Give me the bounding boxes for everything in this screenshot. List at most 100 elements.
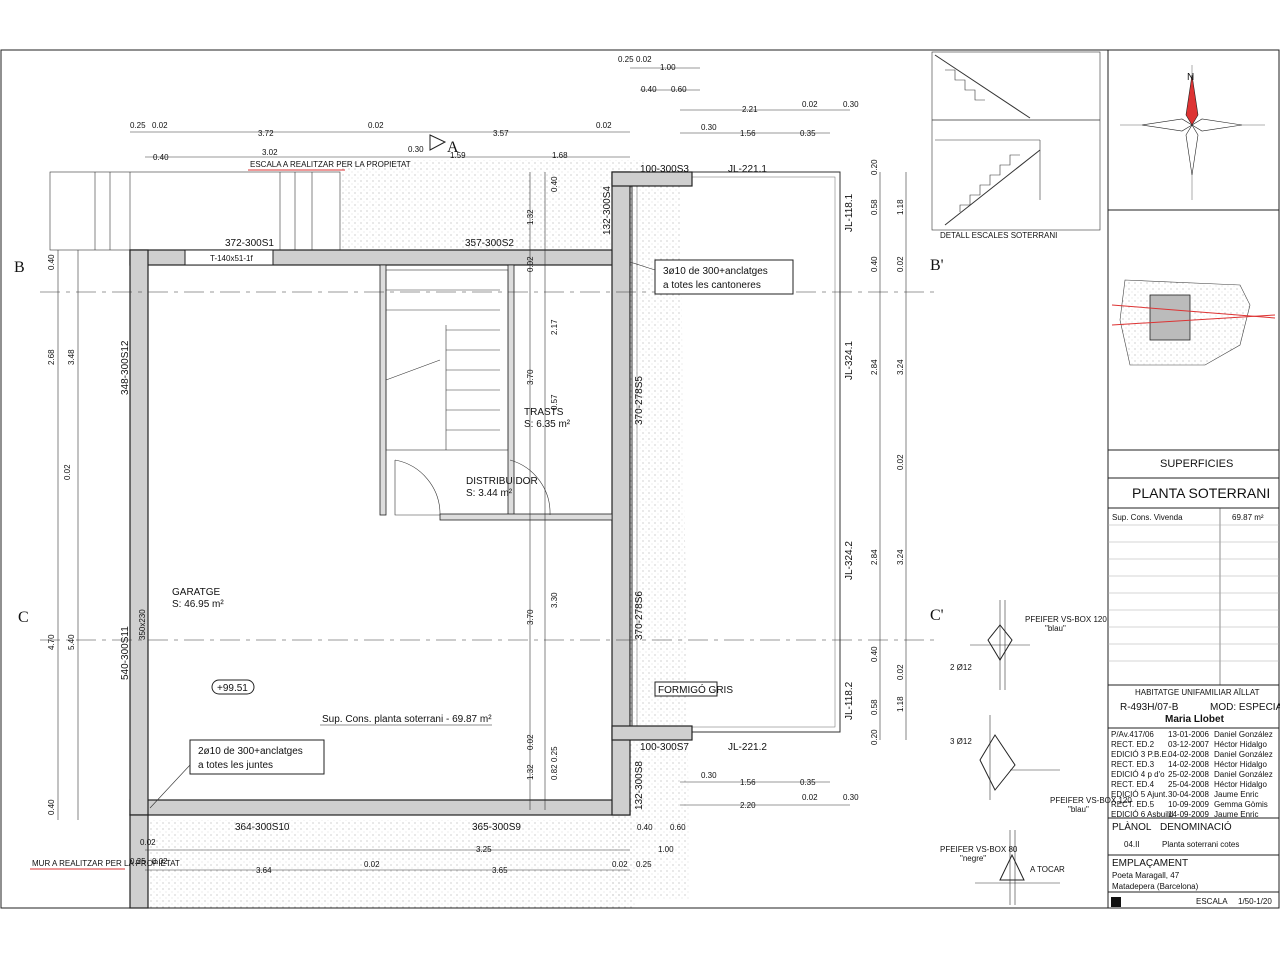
room-distribuidor: DISTRIBUIDOR [466, 476, 538, 487]
dim-bottom-0: 0.40 [637, 823, 653, 832]
section-arrow-a [429, 134, 447, 151]
dim-right-2: 1.18 [896, 199, 905, 215]
dim-inner-0: 1.32 [526, 209, 535, 225]
beam-label-324-1: JL-324.1 [844, 341, 855, 380]
rev-2-author: Daniel González [1214, 750, 1273, 759]
title-block [1107, 49, 1280, 909]
dim-bottom-1: 0.60 [670, 823, 686, 832]
rev-0-date: 13-01-2006 [1168, 730, 1209, 739]
pfeifer-1-color: "blau" [1045, 624, 1066, 633]
stair-detail-caption: DETALL ESCALES SOTERRANI [940, 231, 1057, 240]
dim-top3-a: 2.21 [742, 105, 758, 114]
tb-planta: PLANTA SOTERRANI [1132, 485, 1270, 501]
tb-denominacio: Planta soterrani cotes [1162, 840, 1239, 849]
rev-0-label: P/Av.417/06 [1111, 730, 1154, 739]
dim-bottom-2: 3.25 [476, 845, 492, 854]
room-trasters-area: S: 6.35 m² [524, 419, 571, 430]
dim-right-9: 3.24 [896, 549, 905, 565]
wall-label-s2: 357-300S2 [465, 238, 514, 249]
dim-right-3: 0.40 [870, 256, 879, 272]
dim-right-11: 0.02 [896, 664, 905, 680]
dim-left-inner-1: 5.40 [67, 634, 76, 650]
room-garatge: GARATGE [172, 587, 220, 598]
dim-inner-11: 0.82 [550, 764, 559, 780]
main-walls [129, 171, 693, 909]
dim-left-4: 0.40 [47, 799, 56, 815]
dim-inner-10: 1.32 [526, 764, 535, 780]
tb-address1: Poeta Maragall, 47 [1112, 871, 1180, 880]
level-value: +99.51 [217, 683, 248, 694]
dim-right-10: 0.40 [870, 646, 879, 662]
dim-row-b-1: 3.02 [262, 148, 278, 157]
room-garatge-area: S: 46.95 m² [172, 599, 224, 610]
dim-top4-c: 0.35 [800, 129, 816, 138]
dim-bottom-9: 3.65 [492, 866, 508, 875]
connection-details [970, 600, 1060, 905]
interior-partitions [379, 264, 613, 521]
dim-inner-5: 0.57 [550, 394, 559, 410]
dim-rb-4: 0.02 [802, 793, 818, 802]
dimension-lines [57, 67, 907, 871]
window-label: T-140x51-1f [210, 254, 253, 263]
section-marker-b2: B' [930, 257, 944, 274]
rev-7-label: RECT. ED.5 [1111, 800, 1155, 809]
formigo-box [654, 681, 718, 697]
dim-right-0: 0.20 [870, 159, 879, 175]
pfeifer-3: PFEIFER VS-BOX 80 [940, 845, 1018, 854]
beam-label-221-1: JL-221.1 [728, 164, 767, 175]
section-marker-a: A [447, 139, 459, 156]
pfeifer-2-color: "blau" [1068, 805, 1089, 814]
tb-client: Maria Llobet [1165, 714, 1225, 725]
tb-project-type: HABITATGE UNIFAMILIAR AÏLLAT [1135, 688, 1260, 697]
section-marker-c: C [18, 609, 29, 626]
room-distribuidor-area: S: 3.44 m² [466, 488, 513, 499]
dim-top4-b: 1.56 [740, 129, 756, 138]
dim-top1-b: 0.02 [636, 55, 652, 64]
dim-top4-a: 0.30 [701, 123, 717, 132]
north-label: N [1187, 72, 1194, 83]
dim-inner-8: 0.02 [526, 734, 535, 750]
rev-6-author: Jaume Enric [1214, 790, 1258, 799]
rev-8-author: Jaume Enric [1214, 810, 1258, 819]
dim-inner-6: 3.30 [550, 592, 559, 608]
wall-label-s11: 540-300S11 [120, 626, 131, 680]
wall-label-s7: 100-300S7 [640, 742, 689, 753]
door-size-label: 350x230 [138, 609, 147, 640]
dim-bottom-6: 0.02 [152, 857, 168, 866]
dim-left-inner-0: 3.48 [67, 349, 76, 365]
rev-1-date: 03-12-2007 [1168, 740, 1209, 749]
formigo-label: FORMIGÓ GRIS [658, 683, 733, 696]
rev-0-author: Daniel González [1214, 730, 1273, 739]
dim-row-a-5: 0.02 [596, 121, 612, 130]
rev-5-label: RECT. ED.4 [1111, 780, 1155, 789]
dim-rb-5: 0.30 [843, 793, 859, 802]
pfeifer-1: PFEIFER VS-BOX 120 [1025, 615, 1107, 624]
callout-corners [654, 259, 794, 295]
rev-4-date: 25-02-2008 [1168, 770, 1209, 779]
wall-label-s10: 364-300S10 [235, 822, 290, 833]
rev-2-date: 04-02-2008 [1168, 750, 1209, 759]
rev-2-label: EDICIÓ 3 P.B.E. [1111, 750, 1169, 759]
a-tocar-note: A TOCAR [1030, 865, 1065, 874]
dim-left-3: 4.70 [47, 634, 56, 650]
pfeifer-3-color: "negre" [960, 854, 986, 863]
dim-rb-1: 1.56 [740, 778, 756, 787]
beam-label-118-1: JL-118.1 [844, 193, 855, 232]
callout-joints [189, 739, 325, 775]
beam-label-324-2: JL-324.2 [844, 541, 855, 580]
dim-top3-b: 0.02 [802, 100, 818, 109]
dim-top3-c: 0.30 [843, 100, 859, 109]
rev-3-date: 14-02-2008 [1168, 760, 1209, 769]
outside-stair [49, 171, 341, 251]
tb-planol-num: 04.II [1124, 840, 1140, 849]
dim-top1-a: 0.25 [618, 55, 634, 64]
wall-label-s5: 370-278S5 [634, 376, 645, 425]
tb-project-code: R-493H/07-B [1120, 702, 1179, 713]
wall-label-s3: 100-300S3 [640, 164, 689, 175]
section-marker-c2: C' [930, 607, 944, 624]
dim-right-14: 0.20 [870, 729, 879, 745]
rebar-3phi12: 3 Ø12 [950, 737, 972, 746]
rev-5-author: Héctor Hidalgo [1214, 780, 1267, 789]
wall-label-s4: 132-300S4 [602, 186, 613, 235]
